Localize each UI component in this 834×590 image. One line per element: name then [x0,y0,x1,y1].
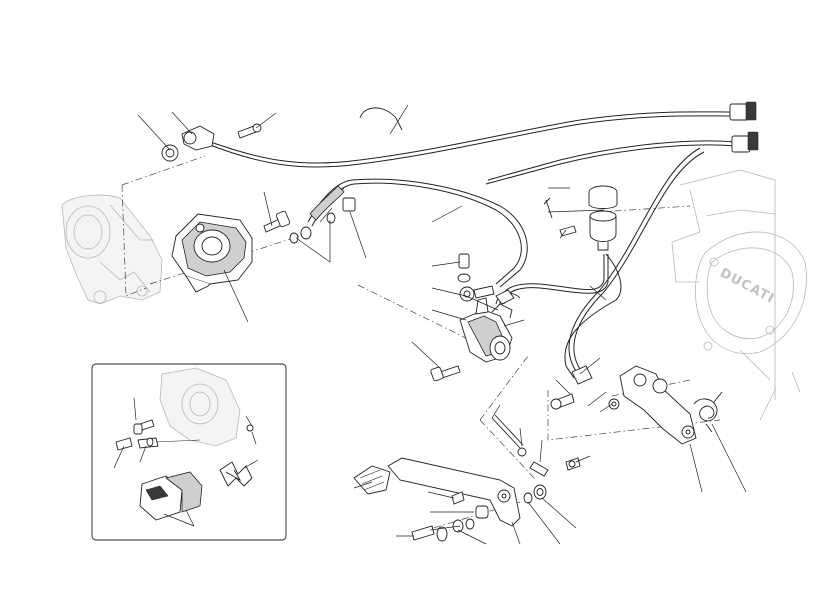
wear-sensor-connector-icon [731,131,759,153]
master-cylinder-bolt-icon[interactable] [430,365,461,382]
pushrod-clevis-icon[interactable] [491,414,581,477]
pad-pin-icon[interactable] [133,419,155,435]
brake-pads-icon[interactable] [139,471,203,521]
ghost-inset-caliper [159,367,241,447]
pad-spring-clip-icon[interactable] [219,461,253,487]
pivot-bolts[interactable] [550,393,620,410]
caliper-mounting-bolt-icon[interactable] [263,210,291,233]
hose-retaining-clip-icon [359,107,403,131]
callout-leader-lines [137,104,747,545]
reservoir-hose-icon[interactable] [495,254,609,305]
caliper-detail-inset [91,363,287,541]
ghost-caliper-bracket [61,194,163,305]
wear-sensor-cable[interactable] [204,101,759,185]
ghost-engine-cover: DUCATI [671,169,807,421]
sensor-plug-assembly[interactable] [161,123,262,162]
banjo-fitting[interactable] [457,253,495,302]
brake-hose-icon[interactable] [307,178,528,288]
pedal-pivot-hardware[interactable] [411,484,547,542]
ducati-cover-lettering: DUCATI [717,266,777,307]
brake-pedal-icon[interactable] [353,457,521,527]
fluid-reservoir-icon[interactable] [543,185,618,251]
inset-leader-lines [113,397,259,527]
bleed-valve-icon[interactable] [115,437,201,451]
wear-sensor-connector-icon [729,101,757,121]
master-cylinder-icon[interactable] [459,292,521,363]
banjo-washers[interactable] [289,197,356,244]
rear-brake-caliper-icon[interactable] [171,213,253,293]
wear-plug-icon[interactable] [246,424,254,432]
pedal-bracket-icon[interactable] [619,365,697,445]
brake-line-loop[interactable] [564,147,705,385]
pedal-return-spring-icon[interactable] [693,391,723,433]
